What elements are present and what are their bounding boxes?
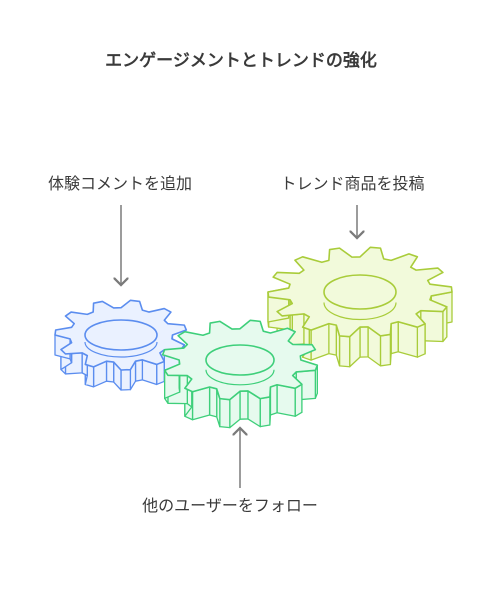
- gear-side-face: [191, 386, 211, 421]
- gear-side-face: [416, 323, 426, 358]
- gear-side-face: [219, 397, 231, 429]
- gear-side-face: [156, 360, 165, 386]
- gear-side-face: [105, 360, 115, 383]
- gear-side-face: [239, 390, 249, 420]
- gear-side-face: [276, 384, 296, 417]
- gear-side-face: [269, 384, 278, 416]
- diagram-title: エンゲージメントとトレンドの強化: [105, 51, 377, 71]
- gear-green: [161, 319, 319, 429]
- label-post-trending: トレンド商品を投稿: [280, 174, 425, 193]
- gear-side-face: [379, 333, 392, 367]
- gear-side-face: [338, 335, 351, 368]
- gear-side-face: [328, 322, 337, 356]
- gear-olive: [267, 246, 453, 368]
- gear-hole: [323, 274, 397, 310]
- gear-side-face: [134, 359, 144, 382]
- gear-side-face: [359, 326, 369, 358]
- gear-hole-inner-edge: [205, 369, 275, 386]
- gear-side-face: [294, 383, 303, 417]
- gear-hole: [84, 319, 158, 351]
- gear-side-face: [390, 321, 399, 355]
- gear-side-face: [120, 368, 132, 391]
- gear-hole: [205, 344, 275, 376]
- label-follow-users: 他のユーザーをフォロー: [142, 496, 318, 515]
- label-add-comment: 体験コメントを追加: [47, 174, 192, 193]
- gear-hole-inner-edge: [84, 341, 158, 358]
- gear-side-face: [208, 386, 218, 418]
- gear-hole-inner-edge: [323, 302, 397, 321]
- gear-side-face: [259, 396, 271, 428]
